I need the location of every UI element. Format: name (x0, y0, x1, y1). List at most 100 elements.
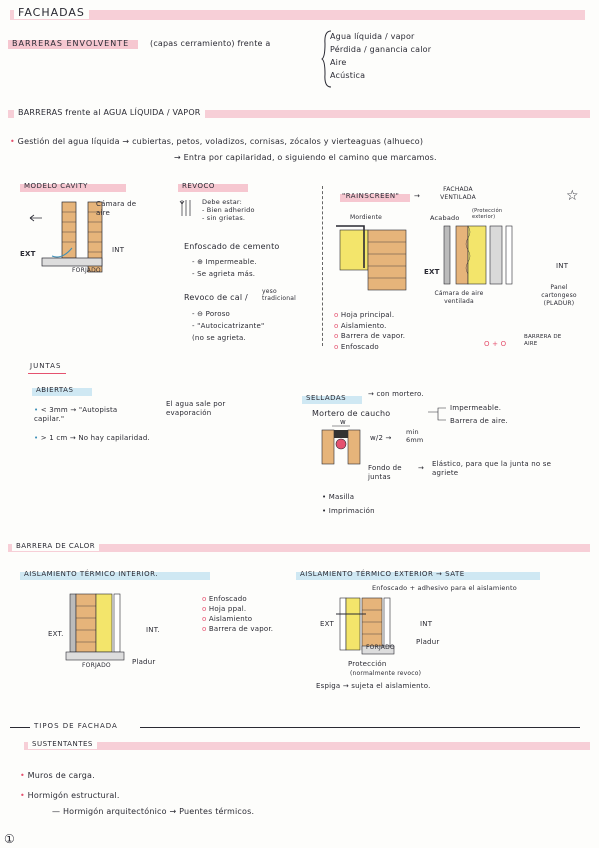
rain-item-text: Enfoscado (340, 342, 379, 351)
cavity-forjado: FORJADO (72, 267, 101, 274)
rain-barrera-aire: BARRERA DE AIRE (524, 334, 562, 347)
fondo-elastico: Elástico, para que la junta no se agriet… (432, 460, 552, 477)
exterior-forjado: FORJADO (366, 644, 395, 651)
abiertas-title: ABIERTAS (36, 386, 74, 394)
rain-section-diagram (443, 225, 513, 285)
revoco-enf-list: - ⊕ Impermeable. - Se agrieta más. (192, 256, 257, 280)
cavity-highlight (20, 184, 126, 192)
tipos-sub: — Hormigón arquitectónico → Puentes térm… (52, 807, 255, 816)
sealant-diagram (321, 425, 361, 465)
intro-label: BARRERAS ENVOLVENTE (12, 39, 130, 48)
cavity-int: INT (112, 246, 125, 254)
revoco-enf-0: - ⊕ Impermeable. (192, 258, 257, 266)
revoco-yeso: yeso tradicional (262, 288, 296, 302)
sealant-wmin: w/2 → (370, 434, 392, 442)
header-underline (10, 10, 585, 20)
rain-item: o Hoja principal. (334, 311, 395, 319)
selladas-highlight (302, 396, 362, 404)
water-bar (8, 110, 590, 118)
tipos-list: • Muros de carga. • Hormigón estructural… (20, 766, 120, 806)
interior-item: o Aislamiento (202, 615, 253, 623)
water-line-2: → Entra por capilaridad, o siguiendo el … (174, 153, 437, 162)
abiertas-1: • < 3mm → "Autopista capilar." (34, 406, 118, 423)
rain-item-text: Hoja principal. (340, 311, 395, 319)
rain-item: o Enfoscado (334, 342, 379, 351)
exterior-title: AISLAMIENTO TÉRMICO EXTERIOR → SATE (300, 570, 465, 578)
selladas-sub: → con mortero. (368, 390, 424, 398)
calor-bar (8, 544, 590, 552)
abiertas-2-text: > 1 cm → No hay capilaridad. (40, 434, 150, 442)
sellado-item-text: Imprimación (328, 507, 375, 515)
rain-item-text: Aislamiento. (340, 321, 387, 330)
tipos-item: • Muros de carga. (20, 771, 95, 780)
interior-item: o Enfoscado (202, 595, 247, 603)
tipos-item-text: Hormigón estructural. (27, 791, 120, 800)
interior-item-text: Hoja ppal. (208, 605, 247, 613)
revoco-highlight (178, 184, 248, 192)
page-title: FACHADAS (14, 6, 89, 19)
intro-list: Agua líquida / vapor Pérdida / ganancia … (330, 30, 431, 82)
exterior-top: Enfoscado + adhesivo para el aislamiento (372, 584, 517, 592)
juntas-title: JUNTAS (30, 362, 62, 370)
fondo-arrow: → (418, 464, 425, 472)
interior-item: o Hoja ppal. (202, 605, 247, 613)
revoco-debe-1: - Bien adherido (202, 206, 255, 214)
revoco-cal: Revoco de cal / (184, 293, 248, 302)
revoco-cal-list: - ⊖ Poroso - "Autocicatrizante" (no se a… (192, 308, 264, 344)
tipos-heading: TIPOS DE FACHADA (34, 722, 118, 730)
water-line-1-text: Gestión del agua líquida → cubiertas, pe… (17, 137, 424, 146)
exterior-proteccion: Protección (348, 660, 387, 668)
mortero-label: Mortero de caucho (312, 409, 391, 418)
interior-item-text: Aislamiento (208, 615, 253, 623)
tipos-rule-left (10, 727, 30, 728)
exterior-pladur: Pladur (416, 638, 440, 646)
calor-heading: BARRERA DE CALOR (12, 542, 100, 551)
sustentantes-title: SUSTENTANTES (28, 740, 97, 749)
exterior-proteccion-sub: (normalmente revoco) (350, 670, 422, 677)
intro-highlight (8, 40, 138, 49)
abiertas-highlight (32, 388, 92, 396)
exterior-ext: EXT (320, 620, 334, 628)
tipos-item-text: Muros de carga. (27, 771, 95, 780)
fondo-label: Fondo de juntas (368, 464, 402, 481)
rain-camara: Cámara de aire ventilada (434, 290, 484, 305)
revoco-title: REVOCO (182, 182, 215, 190)
sellado-item: • Imprimación (322, 507, 375, 515)
divider-vertical (322, 186, 323, 346)
intro-sub: (capas cerramiento) frente a (150, 39, 271, 48)
rain-proteccion: (Protección exterior) (472, 208, 503, 220)
interior-item-text: Enfoscado (208, 595, 247, 603)
exterior-diagram (336, 597, 395, 655)
selladas-title: SELLADAS (306, 394, 347, 402)
interior-list: o Enfoscado o Hoja ppal. o Aislamiento o… (202, 594, 273, 634)
revoco-enf-1: - Se agrieta más. (192, 270, 256, 278)
exterior-int: INT (420, 620, 433, 628)
sellado-item-text: Masilla (328, 493, 355, 501)
water-heading: BARRERAS frente al AGUA LÍQUIDA / VAPOR (14, 107, 205, 118)
revoco-debe: Debe estar: - Bien adherido - sin grieta… (202, 198, 255, 222)
sealant-w: w (340, 418, 346, 426)
rain-arrow: → (414, 192, 421, 200)
rain-title: "RAINSCREEN" (342, 192, 400, 200)
revoco-enfoscado: Enfoscado de cemento (184, 242, 280, 251)
interior-item-text: Barrera de vapor. (208, 625, 274, 633)
intro-item: Pérdida / ganancia calor (330, 45, 432, 54)
rain-fachada: FACHADA VENTILADA (440, 186, 476, 201)
rain-item-text: Barrera de vapor. (340, 332, 406, 340)
tipos-item: • Hormigón estructural. (20, 791, 120, 800)
water-line-1: • Gestión del agua líquida → cubiertas, … (10, 137, 424, 146)
rain-item: o Barrera de vapor. (334, 332, 406, 340)
rain-acabado: Acabado (430, 214, 460, 222)
star-icon: ☆ (566, 188, 579, 204)
cavity-camara: Cámara de aire (96, 200, 137, 217)
rain-highlight (340, 194, 410, 202)
interior-title: AISLAMIENTO TÉRMICO INTERIOR. (24, 570, 158, 578)
revoco-cal-0: - ⊖ Poroso (192, 310, 231, 318)
intro-brace (321, 30, 332, 88)
intro-item: Aire (330, 58, 347, 67)
interior-ext: EXT. (48, 630, 64, 638)
interior-forjado: FORJADO (82, 662, 111, 669)
interior-highlight (20, 572, 210, 580)
sellado-item: • Masilla (322, 493, 355, 501)
intro-item: Acústica (330, 71, 366, 80)
